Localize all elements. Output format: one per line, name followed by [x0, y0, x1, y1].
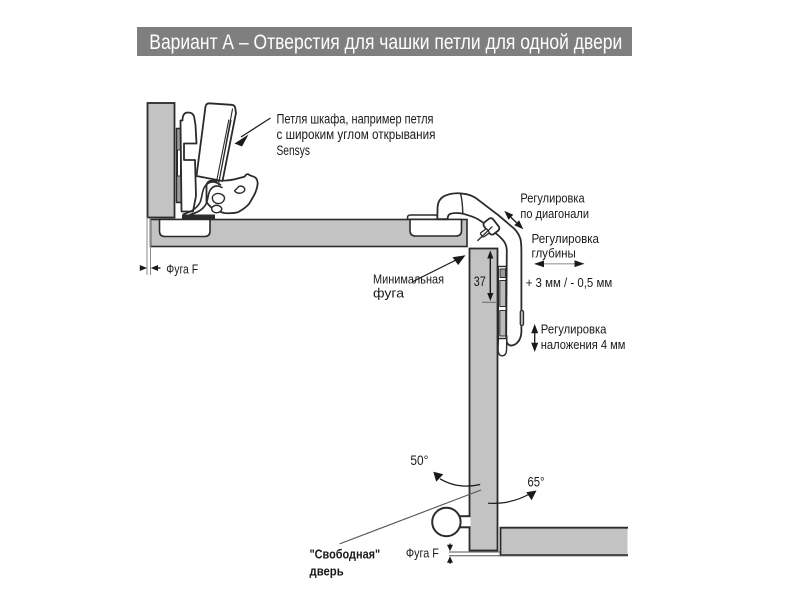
svg-text:37: 37: [474, 273, 486, 289]
svg-text:фуга: фуга: [373, 286, 404, 300]
svg-text:глубины: глубины: [532, 246, 576, 261]
svg-text:Вариант А – Отверстия для чашк: Вариант А – Отверстия для чашки петли дл…: [149, 30, 622, 54]
svg-text:Регулировка: Регулировка: [541, 321, 607, 336]
svg-text:+ 3 мм / - 0,5 мм: + 3 мм / - 0,5 мм: [526, 275, 613, 290]
svg-text:с широким углом открывания: с широким углом открывания: [277, 127, 436, 142]
svg-text:Регулировка: Регулировка: [532, 231, 600, 246]
svg-text:50°: 50°: [410, 453, 428, 468]
svg-text:65°: 65°: [528, 474, 545, 489]
svg-text:Фуга F: Фуга F: [406, 545, 439, 560]
svg-text:Sensys: Sensys: [277, 143, 311, 158]
svg-text:по диагонали: по диагонали: [520, 206, 589, 221]
svg-text:"Свободная": "Свободная": [310, 547, 381, 561]
svg-text:Фуга F: Фуга F: [166, 262, 198, 277]
svg-text:наложения 4 мм: наложения 4 мм: [541, 337, 626, 352]
svg-text:Петля шкафа, например петля: Петля шкафа, например петля: [277, 111, 434, 126]
svg-text:Минимальная: Минимальная: [373, 272, 444, 286]
svg-text:дверь: дверь: [310, 565, 344, 579]
svg-text:Регулировка: Регулировка: [520, 191, 585, 206]
